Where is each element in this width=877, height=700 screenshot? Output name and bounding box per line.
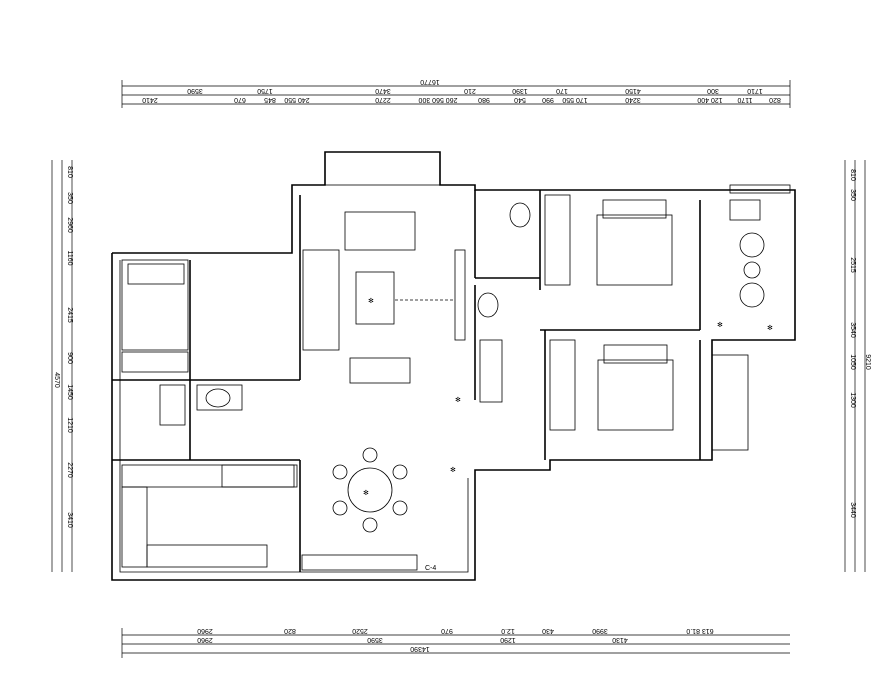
dimension-label: 845 xyxy=(264,96,276,103)
dimension-label: 170 550 xyxy=(562,96,587,103)
bottom-dimension-lines xyxy=(121,628,790,658)
dimension-label: 3540 xyxy=(849,322,856,338)
dimension-label: 1710 xyxy=(747,87,763,94)
tv-cabinet xyxy=(395,249,466,341)
top-dimension-lines xyxy=(121,80,791,108)
dimension-total: 16770 xyxy=(420,78,440,85)
dimension-label: 3590 xyxy=(187,87,203,94)
dimension-label: 1750 xyxy=(257,87,273,94)
dimension-label: 4130 xyxy=(612,636,628,643)
dimension-label: 2960 xyxy=(197,627,213,634)
dimension-label: 3470 xyxy=(375,87,391,94)
plant-icon: ✻ xyxy=(455,396,461,404)
dimension-label: 810 xyxy=(849,169,856,181)
plant-icon: ✻ xyxy=(717,321,723,329)
right-dimension-lines xyxy=(844,160,866,572)
dimension-label: 350 xyxy=(66,192,73,204)
dimension-label: 3990 xyxy=(592,627,608,634)
plant-icon: ✻ xyxy=(450,466,456,474)
dimension-label: 3440 xyxy=(849,502,856,518)
plants: ✻ ✻ ✻ ✻ xyxy=(450,321,773,474)
plant-icon: ✻ xyxy=(368,297,374,305)
study-table xyxy=(729,199,765,308)
dimension-label: 2960 xyxy=(66,217,73,233)
dimension-label: 120 400 xyxy=(697,96,722,103)
second-bed xyxy=(479,339,674,431)
dimension-label: 970 xyxy=(441,627,453,634)
left-dimension-lines xyxy=(51,160,73,572)
walls xyxy=(111,151,796,581)
dimension-label: 170 xyxy=(556,87,568,94)
dimension-label: 4570 xyxy=(53,372,60,388)
plant-icon: ✻ xyxy=(767,324,773,332)
coffee-table: ✻ xyxy=(355,271,395,325)
dimension-label: 820 xyxy=(769,96,781,103)
dimension-label: 1050 xyxy=(849,354,856,370)
sideboard xyxy=(301,554,418,571)
dimension-label: 2515 xyxy=(849,257,856,273)
dimension-label: 820 xyxy=(284,627,296,634)
dimension-label: 210 xyxy=(464,87,476,94)
dimension-label: 12.0 xyxy=(501,627,515,634)
dimension-label: 990 xyxy=(542,96,554,103)
wardrobe-small-room xyxy=(121,351,189,373)
dimension-label: 350 xyxy=(849,189,856,201)
dimension-label: 900 xyxy=(66,352,73,364)
dimension-label: 3590 xyxy=(367,636,383,643)
dimension-label: 2520 xyxy=(352,627,368,634)
dimension-label: 2415 xyxy=(66,307,73,323)
dimension-label: 2410 xyxy=(142,96,158,103)
dimension-label: 2270 xyxy=(66,462,73,478)
dimension-label: 3410 xyxy=(66,512,73,528)
sofa xyxy=(302,211,416,384)
dimension-label: 980 xyxy=(478,96,490,103)
dimension-label: 300 xyxy=(707,87,719,94)
dimension-label: 540 xyxy=(514,96,526,103)
dimension-label: 1170 xyxy=(737,96,752,103)
dimension-label: 1300 xyxy=(849,392,856,408)
dimension-label: 1450 xyxy=(66,384,73,400)
dimension-label: 2270 xyxy=(375,96,391,103)
dimension-label: 613 81.0 xyxy=(686,627,713,634)
dimension-label: 260 560 300 xyxy=(418,96,457,103)
door-label: C-4 xyxy=(425,565,436,572)
dimension-label: 1160 xyxy=(66,250,73,265)
dimension-label: 240 550 xyxy=(284,96,309,103)
dimension-label: 670 xyxy=(234,96,246,103)
bathroom-fixtures xyxy=(159,202,531,426)
kitchen-counter xyxy=(121,464,298,568)
master-bed xyxy=(544,194,673,286)
dimension-label: 3240 xyxy=(625,96,641,103)
dimension-label: 430 xyxy=(542,627,554,634)
dimension-total: 14390 xyxy=(410,645,430,652)
dimension-label: 1390 xyxy=(512,87,528,94)
dimension-label: 810 xyxy=(66,166,73,178)
dimension-label: 9210 xyxy=(864,354,871,370)
dimension-label: 1210 xyxy=(66,417,73,433)
dimension-label: 4150 xyxy=(625,87,641,94)
dining-table: ✻ xyxy=(332,447,408,533)
plant-icon: ✻ xyxy=(363,489,369,497)
dimension-label: 1290 xyxy=(500,636,516,643)
dimension-label: 2960 xyxy=(197,636,213,643)
bed-small-room xyxy=(121,259,189,351)
